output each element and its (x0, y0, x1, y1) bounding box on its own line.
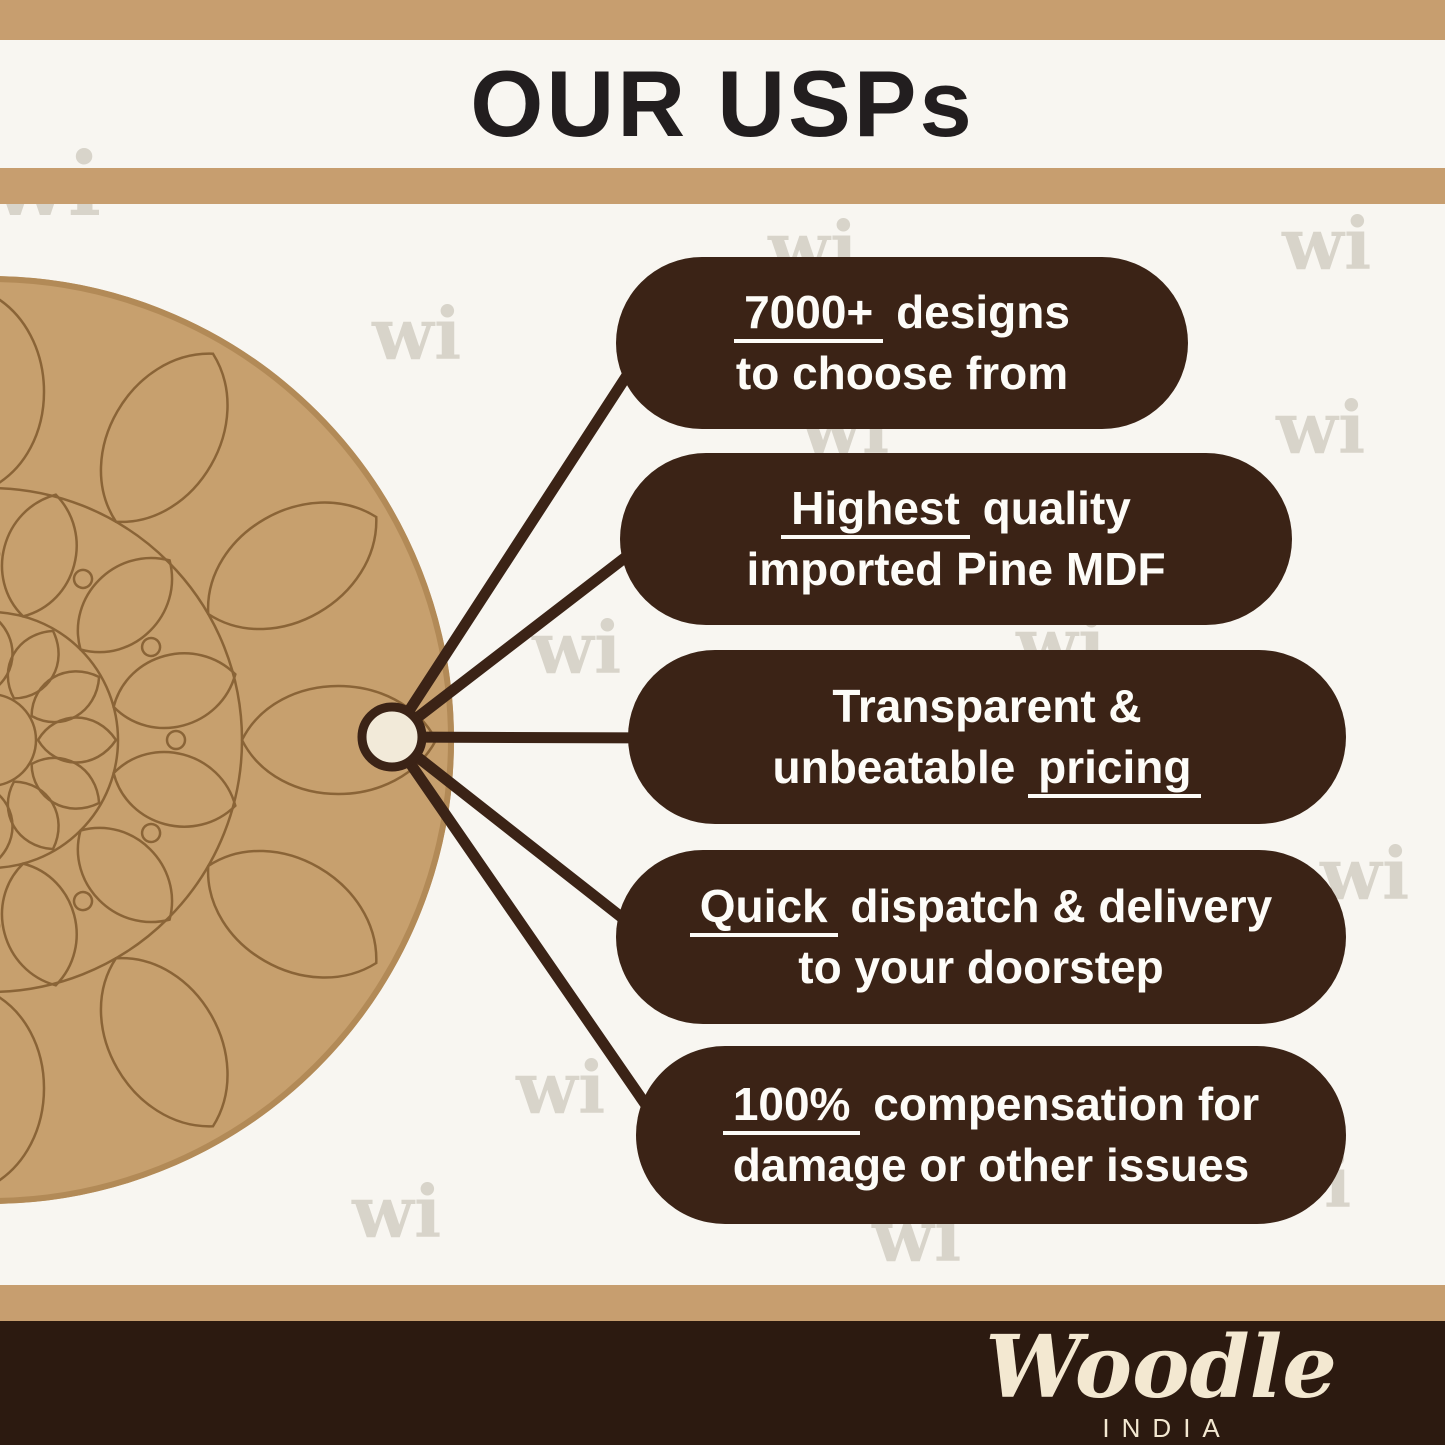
brand-country: INDIA (1102, 1413, 1232, 1443)
brand-logo: Woodle INDIA (985, 1325, 1337, 1444)
usp-text: imported Pine MDF (746, 543, 1166, 596)
usp-pill-pricing: Transparent & unbeatable pricing (628, 650, 1346, 824)
usp-text: compensation for (860, 1077, 1260, 1130)
usp-text: quality (969, 481, 1131, 534)
usp-line-2: unbeatable pricing (773, 737, 1202, 798)
title-band: OUR USPs (0, 40, 1445, 168)
usp-text-underlined: Highest (781, 484, 970, 540)
brand-watermark: wi (1276, 385, 1366, 470)
usp-line-2: damage or other issues (733, 1135, 1249, 1196)
footer: Woodle INDIA (0, 1321, 1445, 1445)
brand-watermark: wi (516, 1045, 606, 1130)
usp-line-2: imported Pine MDF (746, 539, 1165, 600)
upper-divider-band (0, 168, 1445, 204)
usp-pill-compensation: 100% compensation for damage or other is… (636, 1046, 1346, 1224)
usp-line-1: 7000+ designs (734, 282, 1070, 344)
usp-line-1: Quick dispatch & delivery (689, 876, 1273, 938)
mdf-circle (0, 276, 454, 1204)
top-band (0, 0, 1445, 40)
mandala-engraving (0, 292, 438, 1188)
brand-watermark: wi (372, 291, 462, 376)
lower-divider-band (0, 1285, 1445, 1321)
usp-pill-quality: Highest quality imported Pine MDF (620, 453, 1292, 625)
usp-text-underlined: Quick (689, 882, 838, 938)
usp-line-2: to choose from (736, 343, 1068, 404)
usp-pill-designs: 7000+ designs to choose from (616, 257, 1188, 429)
brand-name: Woodle (985, 1317, 1337, 1418)
usp-pill-dispatch: Quick dispatch & delivery to your doorst… (616, 850, 1346, 1024)
usp-line-1: 100% compensation for (722, 1074, 1260, 1136)
usp-text: dispatch & delivery (837, 879, 1273, 932)
usp-line-1: Transparent & (832, 676, 1141, 737)
usp-text: damage or other issues (732, 1139, 1250, 1192)
usp-text: to your doorstep (798, 941, 1164, 994)
page-title: OUR USPs (470, 51, 975, 156)
brand-watermark: wi (1282, 201, 1372, 286)
usp-text: Transparent & (832, 679, 1142, 732)
usp-text-underlined: 7000+ (734, 288, 884, 344)
brand-watermark: wi (352, 1169, 442, 1254)
usp-line-1: Highest quality (781, 478, 1131, 540)
usp-text-underlined: pricing (1028, 742, 1202, 798)
hub-node (357, 702, 427, 772)
usp-text-underlined: 100% (722, 1080, 861, 1136)
usp-text: designs (883, 285, 1070, 338)
usp-text: unbeatable (772, 740, 1029, 793)
usp-line-2: to your doorstep (798, 937, 1163, 998)
usp-text: to choose from (735, 347, 1069, 400)
